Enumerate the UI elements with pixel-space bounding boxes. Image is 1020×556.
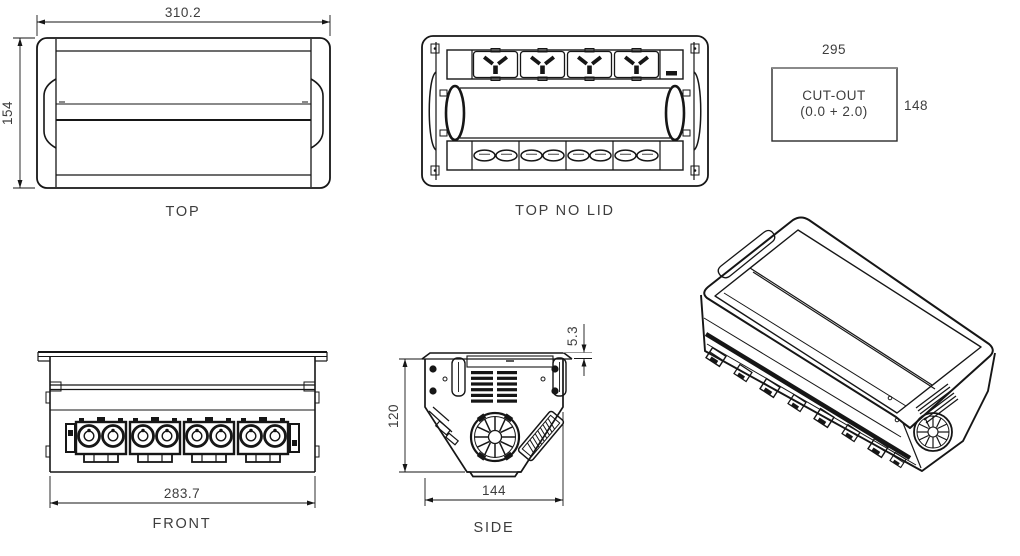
power-outlet-icon (566, 47, 613, 82)
top-width-dim-text: 310.2 (165, 5, 201, 20)
iso-fan-grille-icon (913, 412, 953, 452)
lid-handle (717, 229, 776, 279)
right-handle-recess (310, 78, 324, 149)
top-height-dimension: 154 (0, 37, 35, 189)
right-handle-recess (693, 71, 702, 151)
side-view-label: SIDE (473, 520, 514, 536)
front-body (45, 357, 320, 473)
data-port-strip (446, 140, 684, 171)
data-port-blank-icon (567, 149, 612, 162)
cutout-tolerance: (0.0 + 2.0) (800, 104, 867, 119)
power-outlet-icon (472, 47, 519, 82)
top-view-label: TOP (166, 204, 201, 220)
cutout-title: CUT-OUT (802, 88, 866, 103)
socket-rear-module-icon (74, 415, 128, 464)
left-hook-tab (451, 357, 466, 397)
socket-rear-module-icon (182, 415, 236, 464)
front-view: 283.7 FRONT (37, 351, 328, 532)
power-outlet-strip (446, 47, 684, 82)
side-height-dim-text: 120 (386, 404, 401, 428)
flange-outer (703, 216, 994, 429)
side-flange (421, 352, 573, 397)
right-cable-connector (517, 410, 565, 462)
data-port-blank-icon (520, 149, 565, 162)
top-width-dimension: 310.2 (36, 5, 331, 36)
top-view-outline (36, 37, 331, 189)
switch-slot (666, 71, 677, 76)
top-height-dim-text: 154 (0, 101, 15, 125)
center-channel (439, 84, 691, 142)
data-port-blank-icon (473, 149, 518, 162)
front-width-dimension: 283.7 (49, 476, 316, 508)
right-hinge-spring (664, 84, 686, 142)
isometric-view (700, 216, 996, 472)
left-hinge-spring (444, 84, 466, 142)
data-port-blank-icon (614, 149, 659, 162)
front-width-dim-text: 283.7 (164, 486, 200, 501)
lid-surface (723, 267, 936, 407)
cutout-width-dim-text: 295 (822, 42, 846, 57)
cutout-box (771, 67, 898, 142)
side-width-dim-text: 144 (482, 483, 506, 498)
cutout-height-dim-text: 148 (904, 98, 928, 113)
fan-grille-icon (469, 411, 521, 463)
side-body (424, 359, 564, 478)
cutout-detail: 295 CUT-OUT (0.0 + 2.0) 148 (771, 42, 928, 142)
front-flange (37, 351, 328, 362)
power-outlet-icon (519, 47, 566, 82)
front-connector-row (65, 415, 300, 464)
corner-clips (430, 43, 700, 176)
lid-height-dimension: 5.3 (563, 324, 592, 376)
flange-inner (714, 229, 982, 414)
side-height-dimension: 120 (386, 358, 465, 473)
top-no-lid-view-label: TOP NO LID (515, 203, 615, 219)
left-handle-recess (428, 71, 437, 151)
socket-rear-module-icon (128, 415, 182, 464)
side-view: 120 144 5.3 SIDE (386, 324, 592, 536)
lid-height-dim-text: 5.3 (565, 326, 580, 346)
iso-end-face (887, 383, 959, 452)
front-view-label: FRONT (153, 516, 212, 532)
power-outlet-icon (613, 47, 660, 82)
right-hook-tab (552, 357, 567, 397)
socket-rear-module-icon (236, 415, 290, 464)
vent-slats (471, 371, 517, 403)
top-no-lid-view: TOP NO LID (421, 35, 709, 219)
left-handle-recess (43, 78, 57, 149)
left-cable-connector (428, 406, 460, 446)
side-width-dimension: 144 (424, 412, 564, 506)
iso-body (700, 294, 996, 472)
top-view: 310.2 154 TOP (0, 5, 331, 220)
